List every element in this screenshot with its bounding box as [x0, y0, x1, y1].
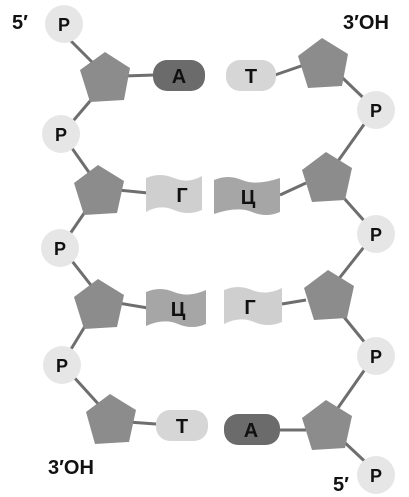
sugar-pentagon: [298, 38, 348, 88]
base-pair-4: Т А: [156, 410, 280, 445]
phosphate-label: P: [370, 466, 382, 486]
base-guanine: [224, 287, 282, 325]
label-top-right: 3′OH: [343, 12, 389, 34]
base-letter: А: [172, 66, 186, 88]
phosphate-label: P: [55, 125, 67, 145]
base-letter: Т: [176, 416, 188, 438]
sugar-pentagon: [304, 270, 354, 320]
base-pair-2: Г Ц: [146, 175, 280, 215]
base-letter: Г: [176, 185, 187, 207]
connector-1l: [124, 73, 156, 78]
base-pair-3: Ц Г: [146, 287, 282, 327]
phosphate: P: [45, 5, 83, 43]
phosphate: P: [357, 337, 395, 375]
base-cytosine: [214, 177, 280, 215]
base-letter: Г: [244, 297, 255, 319]
phosphates: P P P P P P P P: [41, 5, 395, 494]
base-thymine: [156, 410, 208, 441]
connector-2l: [117, 188, 149, 195]
connector-3l: [117, 301, 149, 310]
phosphate: P: [357, 215, 395, 253]
phosphate-label: P: [54, 239, 66, 259]
base-letter: А: [244, 420, 258, 442]
base-letter: Ц: [241, 187, 256, 209]
base-pairs: А Т Г Ц Ц Г Т А: [146, 60, 282, 445]
base-cytosine: [146, 289, 206, 327]
sugar-pentagon: [74, 279, 124, 329]
label-bottom-left: 3′OH: [48, 457, 94, 479]
base-guanine: [146, 175, 202, 213]
label-bottom-right: 5′: [333, 474, 349, 496]
base-pair-1: А Т: [153, 60, 276, 91]
phosphate: P: [42, 115, 80, 153]
phosphate-label: P: [370, 225, 382, 245]
sugar-pentagon: [302, 400, 352, 450]
label-top-left: 5′: [12, 12, 28, 34]
phosphate-label: P: [370, 101, 382, 121]
connector-1r: [274, 63, 305, 77]
phosphate: P: [41, 229, 79, 267]
sugar-pentagon: [80, 52, 130, 102]
base-letter: Ц: [171, 299, 186, 321]
sugar-pentagon: [86, 394, 136, 444]
phosphate: P: [357, 91, 395, 129]
base-thymine: [226, 60, 276, 91]
base-adenine: [153, 60, 205, 91]
sugar-pentagon: [74, 165, 124, 215]
phosphate-label: P: [58, 15, 70, 35]
connector-3r: [281, 298, 307, 306]
phosphate: P: [43, 346, 81, 384]
connector-2r: [279, 181, 307, 197]
base-letter: Т: [245, 66, 257, 88]
phosphate-label: P: [370, 347, 382, 367]
phosphate-label: P: [56, 356, 68, 376]
base-adenine: [224, 414, 280, 445]
sugar-pentagon: [302, 152, 352, 202]
sugars: [74, 38, 354, 450]
phosphate: P: [357, 456, 395, 494]
